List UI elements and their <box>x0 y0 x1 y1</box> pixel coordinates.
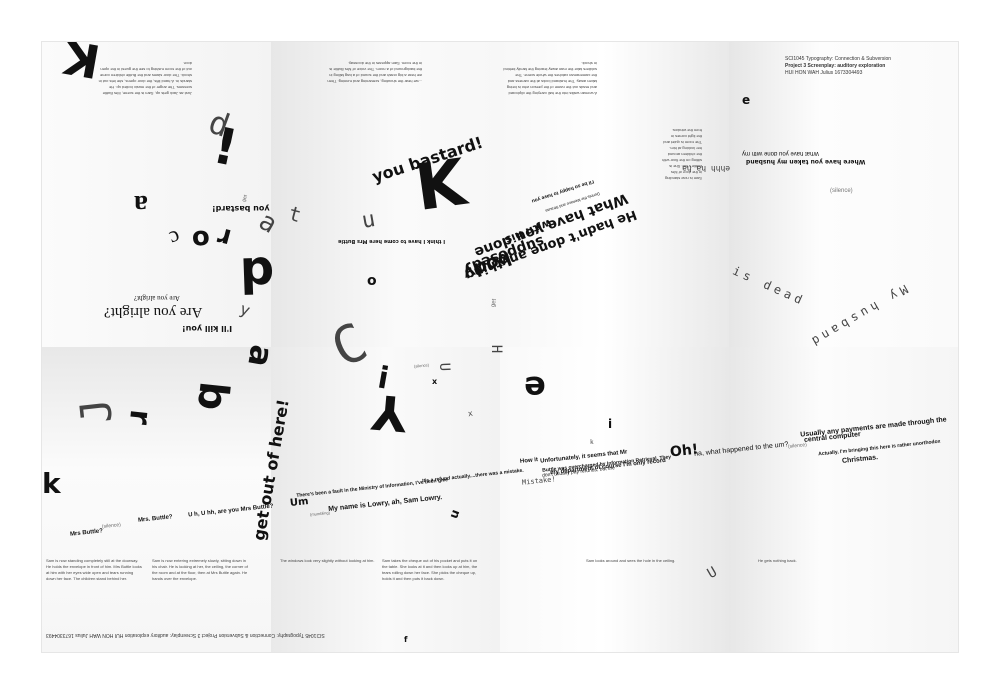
ill-kill-you: I'll kill you! <box>182 324 233 333</box>
paragraph-8: Sam takes the cheque out of his pocket a… <box>382 558 478 581</box>
letter-o1: o <box>190 223 212 255</box>
panel-7 <box>500 347 729 652</box>
letter-j: J <box>70 395 122 427</box>
letter-k3: k <box>42 467 61 500</box>
paragraph-7: The windows look very slightly without l… <box>280 558 375 563</box>
are-you-alright-serif: Are you alright? <box>104 304 203 320</box>
are-you-alright-small: Are you alright? <box>134 294 180 302</box>
letter-a1: a <box>134 189 148 220</box>
letter-e1: e <box>742 93 751 107</box>
where-have-you-taken: Where have you taken my husband <box>746 158 866 165</box>
paragraph-5: Sam is now standing completely still at … <box>46 558 142 581</box>
bottom-reference: SCI1045 Typography: Connection & Subvers… <box>46 632 325 638</box>
letter-o2: o <box>367 273 377 289</box>
letter-k4: k <box>590 439 594 446</box>
what-have-you-done-with: What have you done with my <box>742 150 820 156</box>
letter-e-big: e <box>524 369 546 407</box>
letter-i2: i <box>608 417 613 431</box>
panel-2 <box>271 42 500 347</box>
paragraph-10: He gets nothing back. <box>758 558 797 563</box>
letter-x1: x <box>432 377 438 386</box>
letter-d: d <box>239 245 276 303</box>
header-project: Project 3 Screenplay: auditory explorati… <box>785 63 886 69</box>
letter-h2: H <box>488 344 505 354</box>
panel-8 <box>729 347 958 652</box>
silence-1: (silence) <box>830 188 853 194</box>
i-think-phrase: I think I have to come here Mrs Buttle <box>338 238 446 244</box>
panel-3 <box>500 42 729 347</box>
paragraph-3: A woman walks into the hall carrying the… <box>503 61 597 96</box>
you-bastard-flipped: you bastard! <box>212 204 270 213</box>
header-student: HUI HON WAH Julius 1673304493 <box>785 70 863 76</box>
um-word: Um <box>289 496 310 509</box>
letter-k2: K <box>411 145 471 227</box>
paragraph-2: ...we hear the shouting, screaming and r… <box>327 61 422 84</box>
letter-x2: x <box>467 408 474 419</box>
header-course: SCI1045 Typography: Connection & Subvers… <box>785 56 892 62</box>
letter-f: f <box>404 635 408 644</box>
letter-r2: r <box>121 407 159 427</box>
ehhh-ha: ehhh ha ha <box>682 164 731 173</box>
panel-1 <box>42 42 271 347</box>
letter-b: b <box>187 379 237 413</box>
letter-u-thin: U <box>436 362 453 372</box>
panel-4 <box>729 42 958 347</box>
panel-6 <box>271 347 500 652</box>
panel-5 <box>42 347 271 652</box>
paragraph-9: Sam looks around and sees the hole in th… <box>586 558 676 563</box>
paragraph-1: Just as Jack gets up, Sam is the scene, … <box>98 61 192 96</box>
poster: SCI1045 Typography: Connection & Subvers… <box>42 42 958 652</box>
paragraph-6: Sam is now entering extremely slowly, si… <box>152 558 248 581</box>
